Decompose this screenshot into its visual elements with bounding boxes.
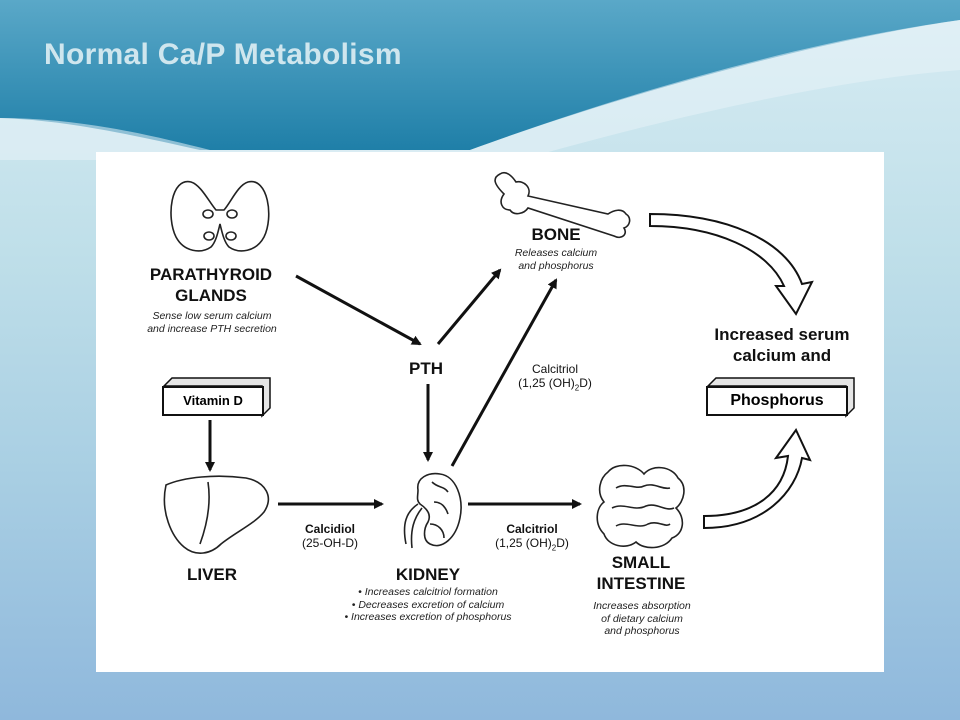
bone-note-line1: Releases calcium <box>514 247 598 259</box>
liver-label: LIVER <box>186 565 238 584</box>
calcitriol-bone-label: Calcitriol (1,25 (OH)2D) <box>510 362 600 395</box>
header-band <box>0 0 960 150</box>
kidney-bullets: • Increases calcitriol formation • Decre… <box>318 586 538 624</box>
result-line2: calcium and <box>732 346 832 365</box>
diagram-graphics <box>162 171 855 554</box>
intestine-label-line1: SMALL <box>611 553 671 572</box>
parathyroid-label: PARATHYROID GLANDS <box>136 264 286 306</box>
kidney-icon <box>403 472 462 549</box>
parathyroid-note-line1: Sense low serum calcium <box>152 310 272 322</box>
intestine-label-line2: INTESTINE <box>596 574 686 593</box>
kidney-label: KIDNEY <box>395 565 461 584</box>
parathyroid-icon <box>170 180 270 252</box>
phosphorus-box: Phosphorus <box>706 386 848 416</box>
arrow-intestine-to-result <box>703 428 812 530</box>
arrow-bone-to-result <box>649 212 814 316</box>
diagram-panel: PARATHYROID GLANDS Sense low serum calci… <box>96 152 884 672</box>
kidney-bullet-3: • Increases excretion of phosphorus <box>344 611 512 623</box>
calcitriol-bone-name: Calcitriol <box>531 362 578 376</box>
bone-icon <box>494 171 631 239</box>
calcitriol-intestine-label: Calcitriol (1,25 (OH)2D) <box>482 522 582 555</box>
bone-note-line2: and phosphorus <box>518 259 594 272</box>
calcidiol-label: Calcidiol (25-OH-D) <box>286 522 374 550</box>
calcitriol-bone-formula: (1,25 (OH)2D) <box>518 376 592 393</box>
bone-label: BONE <box>531 225 581 244</box>
calcidiol-formula: (25-OH-D) <box>302 536 358 550</box>
calcitriol-intestine-name: Calcitriol <box>506 522 558 536</box>
parathyroid-note-line2: and increase PTH secretion <box>147 322 277 335</box>
arrow-parathyroid-to-pth <box>295 274 422 346</box>
arrow-pth-to-bone <box>436 268 502 345</box>
calcitriol-intestine-formula: (1,25 (OH)2D) <box>495 536 569 553</box>
kidney-bullet-1: • Increases calcitriol formation <box>358 586 498 598</box>
parathyroid-label-line1: PARATHYROID <box>149 265 273 284</box>
intestine-note-line2: of dietary calcium <box>601 612 683 625</box>
intestine-note-line1: Increases absorption <box>593 600 691 612</box>
kidney-bullet-2: • Decreases excretion of calcium <box>351 598 505 611</box>
slide-title: Normal Ca/P Metabolism <box>44 38 402 71</box>
header-swoosh <box>0 20 960 160</box>
liver-icon <box>163 475 270 554</box>
intestine-label: SMALL INTESTINE <box>576 552 706 594</box>
intestine-icon <box>596 464 685 549</box>
calcidiol-name: Calcidiol <box>304 522 355 536</box>
parathyroid-label-line2: GLANDS <box>175 286 247 305</box>
parathyroid-note: Sense low serum calcium and increase PTH… <box>132 310 292 335</box>
result-label: Increased serum calcium and <box>692 324 872 366</box>
arrow-kidney-to-bone <box>450 278 558 467</box>
intestine-note: Increases absorption of dietary calcium … <box>580 600 704 638</box>
pth-label: PTH <box>409 359 443 378</box>
intestine-note-line3: and phosphorus <box>604 625 680 637</box>
vitamin-d-box: Vitamin D <box>162 386 264 416</box>
bone-note: Releases calcium and phosphorus <box>500 247 612 272</box>
result-line1: Increased serum <box>714 325 850 344</box>
